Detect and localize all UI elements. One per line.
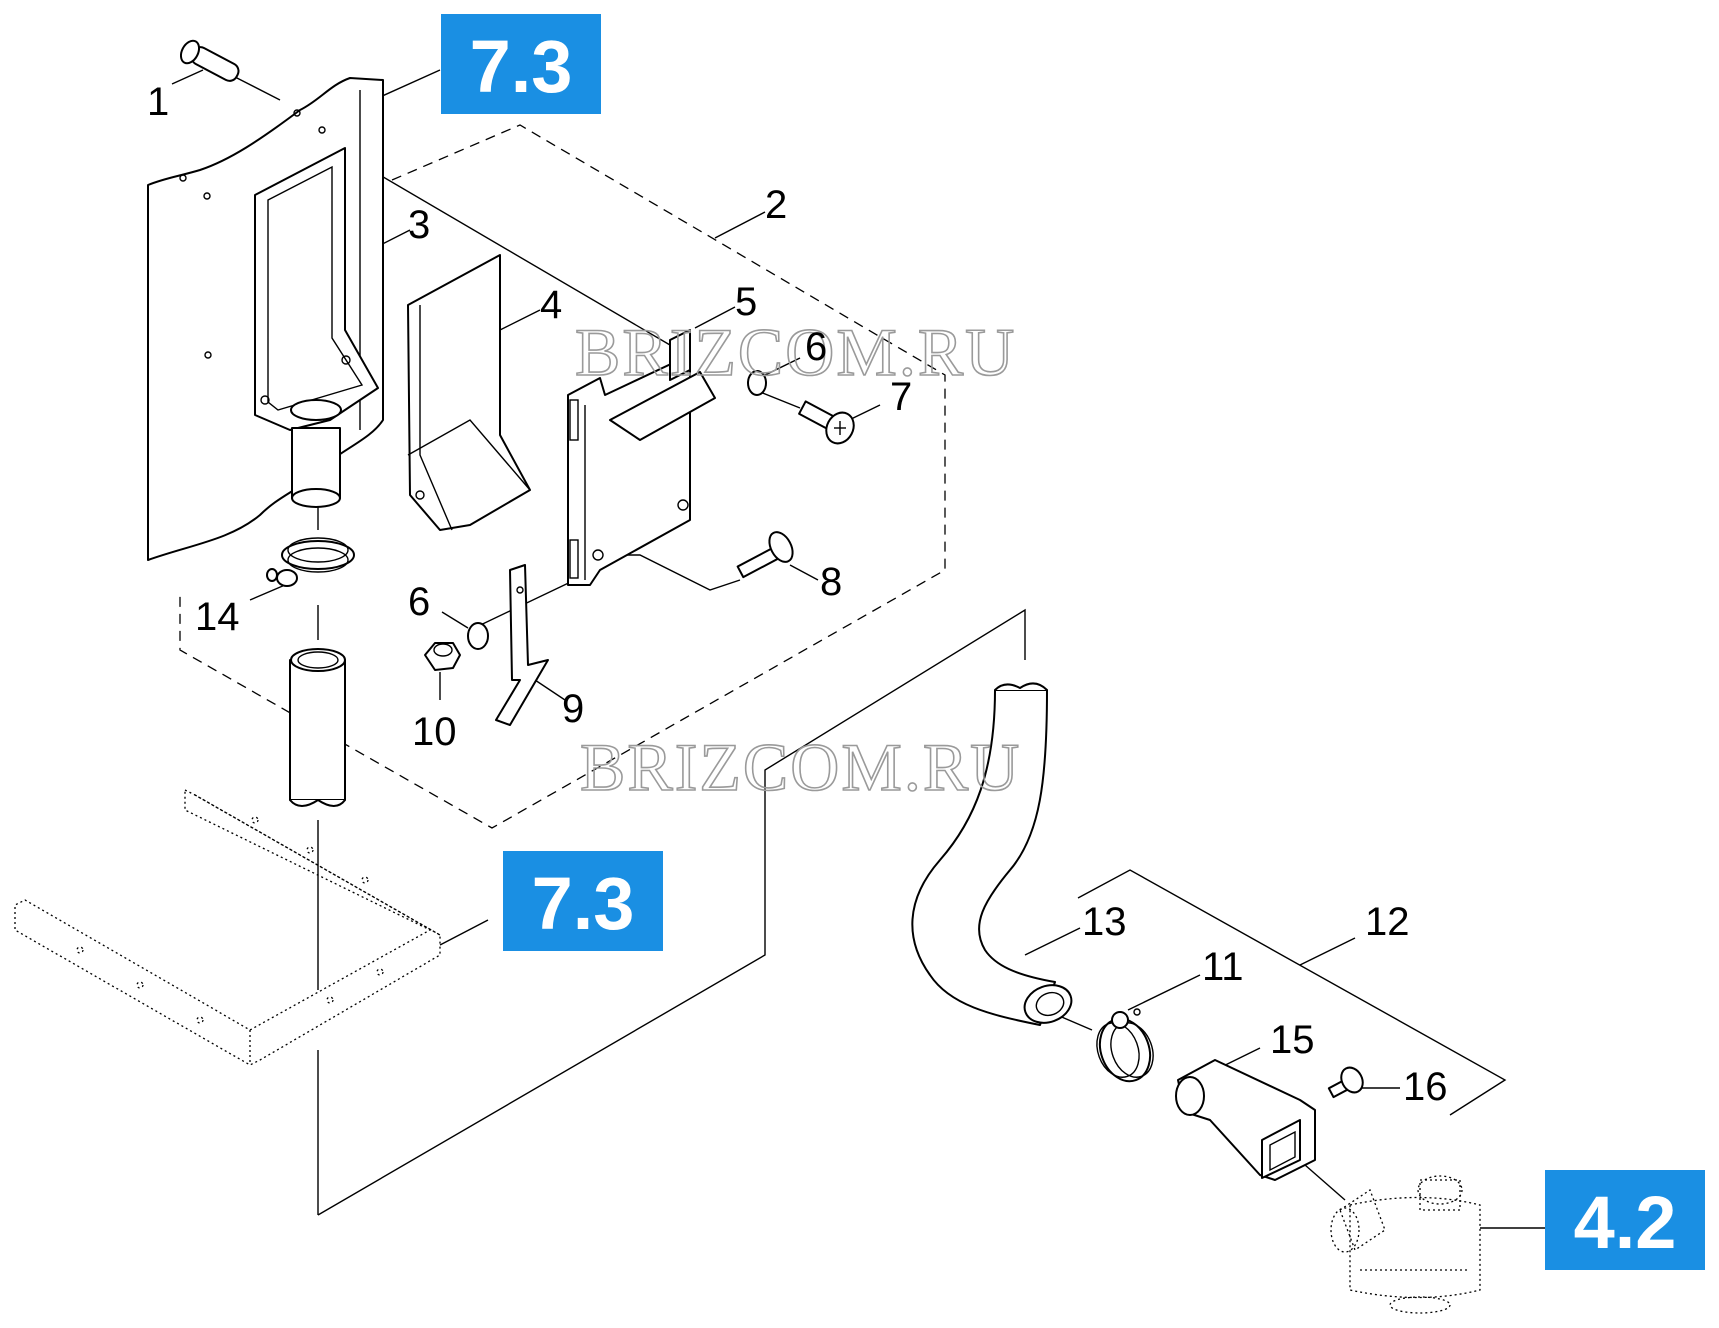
part-9-bracket — [495, 564, 549, 726]
ref-badge-label: 7.3 — [470, 25, 573, 108]
ref-badge-7-3-middle[interactable]: 7.3 — [503, 851, 663, 951]
callout-12: 12 — [1365, 900, 1410, 944]
part-13-hose — [911, 682, 1073, 1026]
callout-8: 8 — [820, 560, 842, 604]
callout-6b: 6 — [408, 580, 430, 624]
callout-9: 9 — [562, 687, 584, 731]
part-3-chute — [254, 147, 379, 508]
callout-6a: 6 — [805, 325, 827, 369]
part-15-adapter — [1175, 1059, 1316, 1181]
part-14-clamp — [266, 537, 355, 587]
pump-phantom — [1330, 1175, 1481, 1314]
callout-14: 14 — [195, 595, 240, 639]
callout-2: 2 — [765, 183, 787, 227]
watermark-top: BRIZCOM.RU — [575, 314, 1016, 390]
part-4-cover — [407, 254, 531, 531]
callout-5: 5 — [735, 280, 757, 324]
ref-badge-4-2[interactable]: 4.2 — [1545, 1170, 1705, 1270]
part-10-nut — [424, 642, 461, 671]
callout-7: 7 — [890, 375, 912, 419]
assembly-outline-2 — [179, 124, 946, 829]
callout-15: 15 — [1270, 1018, 1315, 1062]
ref-badge-label: 7.3 — [532, 862, 635, 945]
callout-numbers: 1 2 3 4 5 6 7 8 6 9 10 14 13 11 12 15 16 — [147, 80, 1448, 1109]
part-6-washer-top — [747, 370, 767, 396]
watermark-middle: BRIZCOM.RU — [580, 729, 1021, 805]
callout-3: 3 — [408, 203, 430, 247]
part-11-clamp — [1096, 1008, 1154, 1083]
part-16-thumbscrew — [1327, 1066, 1364, 1099]
ref-badge-7-3-top[interactable]: 7.3 — [441, 14, 601, 114]
callout-4: 4 — [540, 283, 562, 327]
callout-11: 11 — [1202, 945, 1244, 989]
part-7-screw — [798, 400, 855, 445]
part-8-screw — [736, 531, 794, 579]
pipe-section — [289, 648, 346, 807]
part-6-washer-bottom — [467, 622, 489, 650]
callout-13: 13 — [1082, 900, 1127, 944]
base-frame-phantom — [14, 788, 441, 1066]
callout-10: 10 — [412, 710, 457, 754]
part-1-pin — [179, 39, 240, 82]
part-5-plate — [567, 329, 716, 586]
ref-badge-label: 4.2 — [1574, 1181, 1677, 1264]
callout-16: 16 — [1403, 1065, 1448, 1109]
callout-1: 1 — [147, 80, 169, 124]
